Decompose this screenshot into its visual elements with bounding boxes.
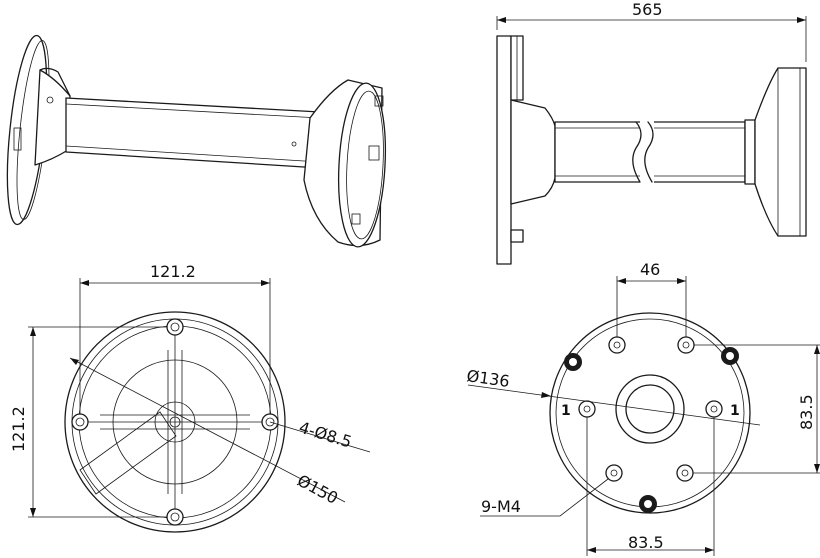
dim-base-diameter: Ø150 <box>294 471 341 508</box>
base-holes <box>71 318 279 526</box>
dim-mount-width: 83.5 <box>628 533 664 552</box>
dim-top-spacing: 46 <box>640 260 660 279</box>
dim-base-hole: 4-Ø8.5 <box>297 418 354 452</box>
dim-base-width: 121.2 <box>150 262 196 281</box>
base-plate-view: 121.2 121.2 4-Ø8.5 Ø150 <box>9 262 371 533</box>
dim-side-width: 565 <box>632 0 663 19</box>
dim-mount-height: 83.5 <box>797 394 816 430</box>
dim-mount-diameter: Ø136 <box>465 366 510 391</box>
side-view: 565 <box>496 0 807 265</box>
mount-bosses <box>564 347 739 513</box>
hole-label-left: 1 <box>561 403 571 419</box>
dim-mount-screws: 9-M4 <box>481 497 521 516</box>
mount-face-view: 1 1 46 83.5 83.5 Ø136 9-M4 <box>465 260 820 556</box>
dim-base-height: 121.2 <box>9 406 28 452</box>
hole-label-right: 1 <box>730 403 740 419</box>
isometric-bracket-view <box>6 34 387 248</box>
